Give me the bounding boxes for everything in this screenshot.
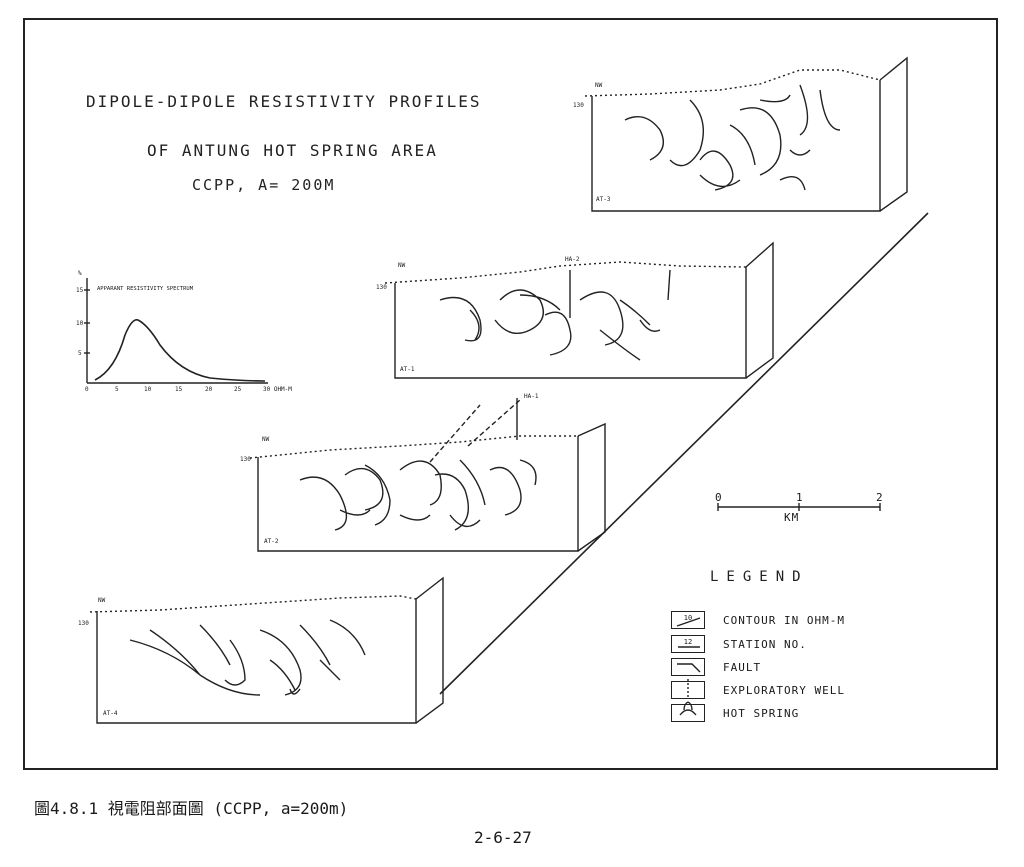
legend-title: LEGEND [710,569,809,585]
profile-block-at2 [249,398,606,552]
scale-tick-1: 1 [796,491,803,504]
scale-tick-0: 0 [715,491,722,504]
legend-label: EXPLORATORY WELL [723,684,845,697]
legend-label: FAULT [723,661,762,674]
profile-block-at3 [584,56,908,212]
spectrum-chart [84,278,268,384]
spectrum-x-tick: 30 OHM-M [263,386,292,393]
spectrum-x-tick: 20 [205,386,213,393]
figure-title: DIPOLE-DIPOLE RESISTIVITY PROFILES [86,92,482,111]
spectrum-y-tick: 10 [76,320,84,327]
spectrum-x-tick: 5 [115,386,119,393]
figure-frame [23,18,998,770]
spectrum-y-tick: 15 [76,287,84,294]
legend-label: HOT SPRING [723,707,800,720]
station-symbol-icon [671,635,705,653]
figure-parameters: CCPP, A= 200M [192,176,336,194]
hot-spring-symbol-icon [671,704,705,722]
page-number: 2-6-27 [474,828,532,847]
well-label-ha1: HA-1 [524,393,539,400]
figure-subtitle: OF ANTUNG HOT SPRING AREA [147,141,438,160]
well-label-ha2: HA-2 [565,256,580,263]
profile-block-at4 [89,576,444,724]
nw-label-at4: NW [98,597,106,604]
profile-label-at3: AT-3 [596,196,611,203]
depth-label-at2: 130 [240,456,251,463]
contour-symbol-value: 10 [683,614,693,622]
spectrum-x-tick: 15 [175,386,183,393]
spectrum-x-tick: 0 [85,386,89,393]
station-symbol-value: 12 [683,638,693,646]
nw-label-at3: NW [595,82,603,89]
well-symbol-icon [671,681,705,699]
profile-label-at4: AT-4 [103,710,118,717]
fault-symbol-icon [671,658,705,676]
nw-label-at1: NW [398,262,406,269]
legend-label: STATION NO. [723,638,807,651]
spectrum-x-tick: 25 [234,386,242,393]
figure-caption: 圖4.8.1 視電阻部面圖 (CCPP, a=200m) [34,799,349,818]
spectrum-y-tick: 5 [78,350,82,357]
profile-label-at2: AT-2 [264,538,279,545]
profile-label-at1: AT-1 [400,366,415,373]
legend-label: CONTOUR IN OHM-M [723,614,845,627]
depth-label-at1: 130 [376,284,387,291]
scale-tick-2: 2 [876,491,883,504]
spectrum-y-unit: % [78,270,82,277]
depth-label-at3: 130 [573,102,584,109]
spectrum-title: APPARANT RESISTIVITY SPECTRUM [97,286,194,292]
scale-bar [717,503,881,511]
profile-block-at1 [384,241,774,379]
legend-symbols [676,617,701,716]
scale-unit: KM [784,511,800,524]
nw-label-at2: NW [262,436,270,443]
profile-baseline [439,212,929,695]
depth-label-at4: 130 [78,620,89,627]
contour-symbol-icon [671,611,705,629]
spectrum-x-tick: 10 [144,386,152,393]
